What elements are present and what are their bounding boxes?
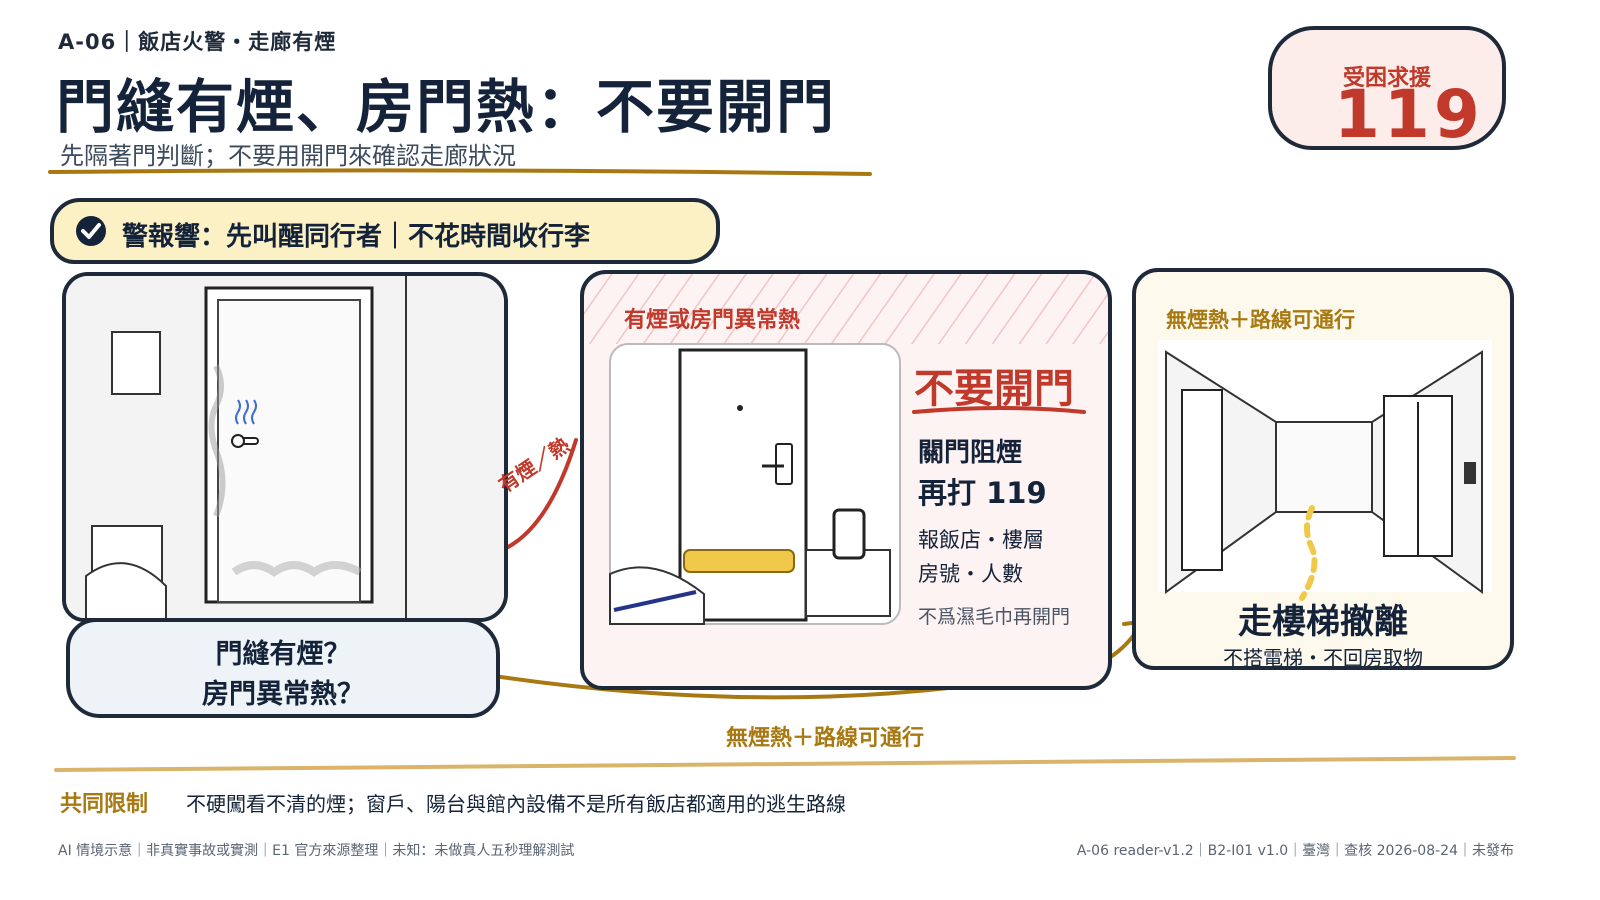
kicker: A-06｜飯店火警・走廊有煙 <box>58 30 337 54</box>
alarm-text: 警報響：先叫醒同行者｜不花時間收行李 <box>122 222 591 252</box>
no-elevator-note: 不搭電梯・不回房取物 <box>1223 646 1423 670</box>
question-bubble: 門縫有煙？ 房門異常熱？ <box>66 618 500 718</box>
alarm-bar: 警報響：先叫醒同行者｜不花時間收行李 <box>50 198 720 264</box>
limit-label: 共同限制 <box>60 792 149 817</box>
action-call-119: 再打 119 <box>918 476 1047 510</box>
panel-door-check <box>62 272 508 622</box>
page-title: 門縫有煙、房門熱：不要開門 <box>56 73 837 141</box>
safe-condition-label: 無煙熱＋路線可通行 <box>1166 308 1355 332</box>
panel-do-not-open: 有煙或房門異常熱 不要開門 關門阻煙 再打 119 報飯店・樓層 房號・人數 不… <box>580 270 1112 690</box>
use-stairs-headline: 走樓梯撤離 <box>1238 602 1408 642</box>
badge-number: 119 <box>1334 76 1484 153</box>
report-room-people: 房號・人數 <box>918 562 1023 586</box>
badge-label: 受困求援 <box>1342 66 1431 91</box>
check-circle-icon <box>74 214 108 252</box>
page-subtitle: 先隔著門判斷；不要用開門來確認走廊狀況 <box>60 142 516 170</box>
panel-evacuate-stairs: 無煙熱＋路線可通行 走樓梯撤離 不搭電梯・不回房取物 <box>1132 268 1514 670</box>
question-smoke: 門縫有煙？ <box>215 639 351 670</box>
door-smoke-illustration <box>66 276 504 618</box>
arrow-safe-label: 無煙熱＋路線可通行 <box>726 726 925 751</box>
danger-condition-label: 有煙或房門異常熱 <box>624 308 801 333</box>
emergency-badge: 受困求援 119 <box>1268 26 1506 153</box>
arrow-danger <box>500 438 578 552</box>
action-close-door: 關門阻煙 <box>918 438 1023 468</box>
footer-right: A-06 reader-v1.2｜B2-I01 v1.0｜臺灣｜查核 2026-… <box>1076 843 1514 859</box>
footer-left: AI 情境示意｜非真實事故或實測｜E1 官方來源整理｜未知：未做真人五秒理解測試 <box>58 843 575 859</box>
door-seal-illustration <box>584 274 1108 625</box>
report-hotel-floor: 報飯店・樓層 <box>918 528 1044 552</box>
do-not-open-headline: 不要開門 <box>914 366 1074 412</box>
limit-text: 不硬闖看不清的煙；窗戶、陽台與館內設備不是所有飯店都適用的逃生路線 <box>186 792 846 816</box>
question-hot-door: 房門異常熱？ <box>202 679 364 710</box>
towel-note: 不爲濕毛巾再開門 <box>918 606 1071 628</box>
corridor-illustration <box>1158 340 1492 601</box>
arrow-safe <box>492 624 1142 700</box>
